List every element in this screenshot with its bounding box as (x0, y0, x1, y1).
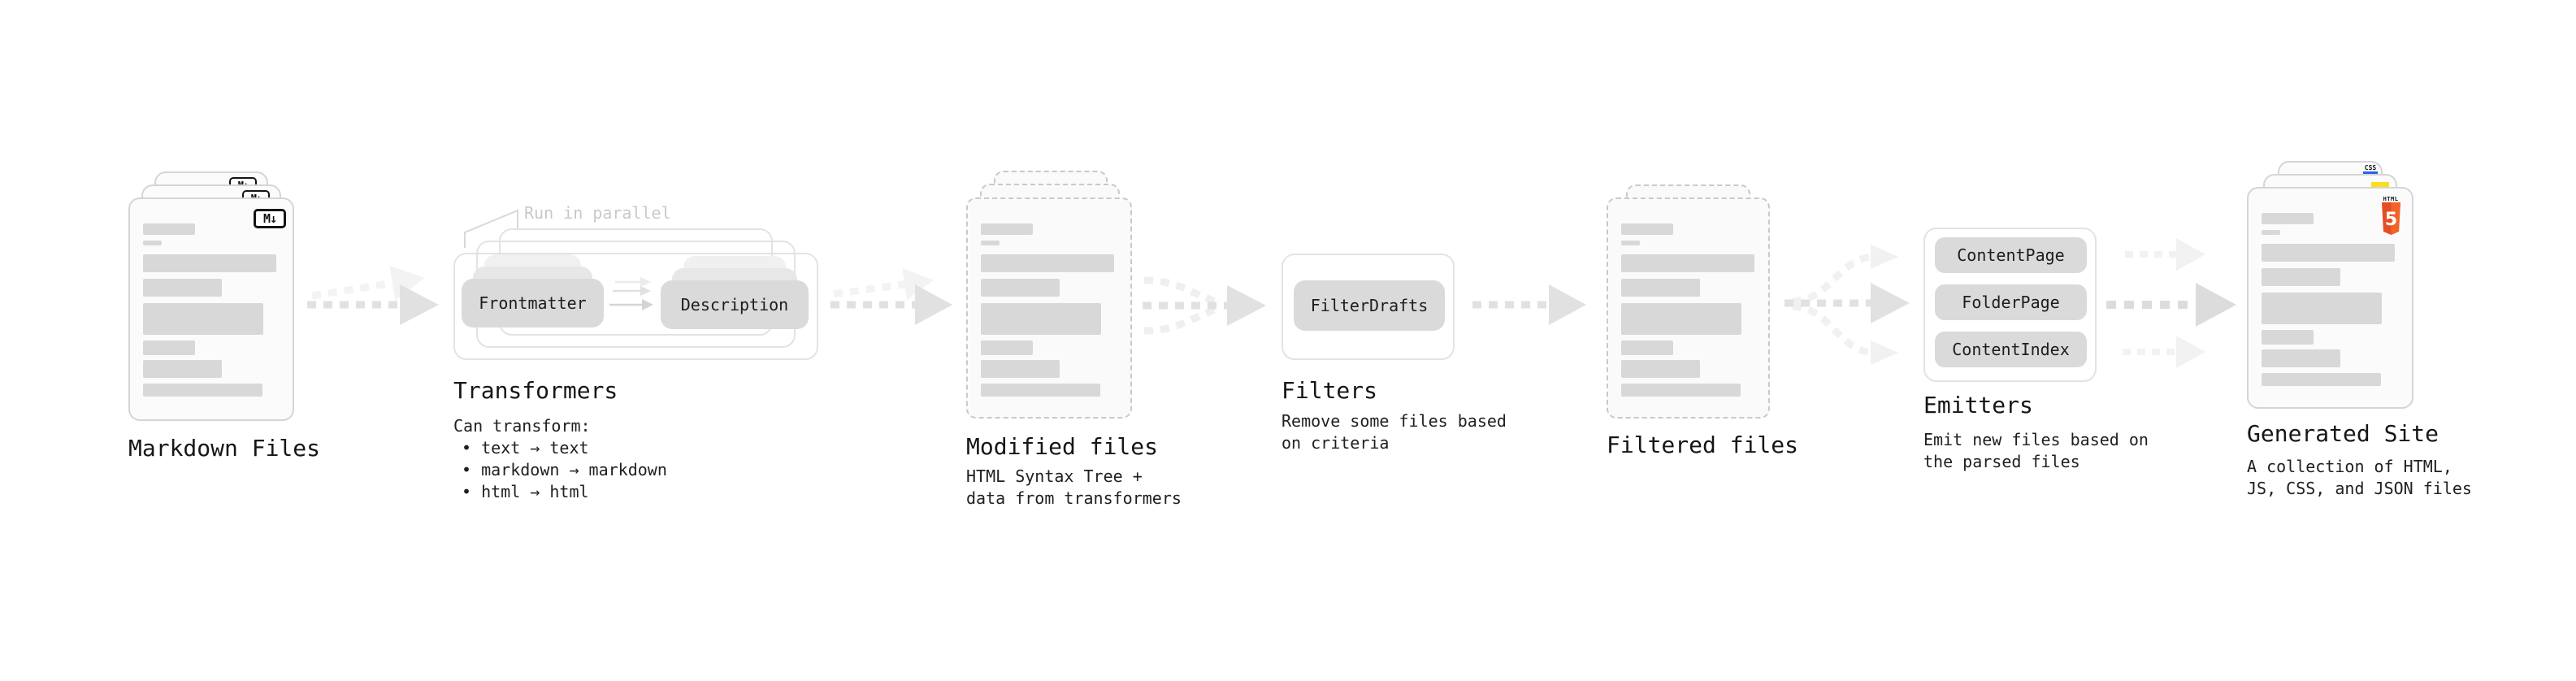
generated-file-card: HTML 5 (2247, 187, 2413, 409)
transformers-label: Transformers (453, 377, 618, 404)
arrow-markdown-to-transformers (307, 284, 439, 325)
filtered-file-card (1607, 197, 1770, 419)
description-box: Description (661, 280, 809, 329)
modified-files-label: Modified files (966, 433, 1159, 460)
file-content-placeholder (1621, 223, 1754, 397)
transformer-layer-front (453, 253, 818, 360)
bullet-item: • markdown → markdown (462, 460, 667, 479)
markdown-files-label: Markdown Files (128, 435, 321, 462)
modified-file-card (966, 197, 1132, 419)
emitters-label: Emitters (1923, 392, 2033, 419)
bullet-item: • text → text (462, 438, 589, 458)
file-content-placeholder (2262, 213, 2395, 386)
run-in-parallel-note: Run in parallel (524, 203, 671, 223)
arrow-filtered-to-emitters (1785, 245, 1910, 365)
svg-text:5: 5 (2384, 210, 2396, 230)
file-content-placeholder (981, 223, 1114, 397)
arrow-echo-markdown (311, 265, 425, 301)
emitter-contentpage-box: ContentPage (1935, 237, 2087, 273)
filterdrafts-box: FilterDrafts (1294, 280, 1445, 331)
arrow-emitters-to-generated (2106, 238, 2236, 368)
filters-label: Filters (1281, 377, 1378, 404)
arrow-modified-to-filters (1143, 276, 1266, 335)
markdown-file-card: M↓ (128, 197, 294, 421)
markdown-icon: M↓ (254, 209, 286, 228)
css-icon: CSS (2362, 165, 2379, 174)
frontmatter-box: Frontmatter (462, 279, 604, 327)
arrow-transformers-to-modified (830, 284, 952, 325)
bullet-item: • html → html (462, 482, 589, 501)
html5-icon: HTML 5 (2381, 196, 2400, 236)
emitters-desc: Emit new files based on the parsed files (1923, 430, 2149, 471)
transformers-desc-title: Can transform: (453, 416, 591, 436)
arrow-echo-transformers (833, 267, 934, 301)
modified-files-desc: HTML Syntax Tree + data from transformer… (966, 466, 1182, 508)
transformers-bullet-list: • text → text • markdown → markdown • ht… (462, 437, 667, 503)
filters-desc: Remove some files based on criteria (1281, 411, 1507, 453)
emitters-container (1923, 228, 2097, 382)
filters-container (1281, 254, 1455, 360)
filtered-files-label: Filtered files (1607, 432, 1799, 458)
arrow-filters-to-filtered (1472, 284, 1586, 325)
generated-site-desc: A collection of HTML, JS, CSS, and JSON … (2247, 457, 2472, 498)
emitter-contentindex-box: ContentIndex (1935, 332, 2087, 367)
generated-site-label: Generated Site (2247, 420, 2439, 447)
file-content-placeholder (143, 223, 276, 397)
emitter-folderpage-box: FolderPage (1935, 284, 2087, 320)
